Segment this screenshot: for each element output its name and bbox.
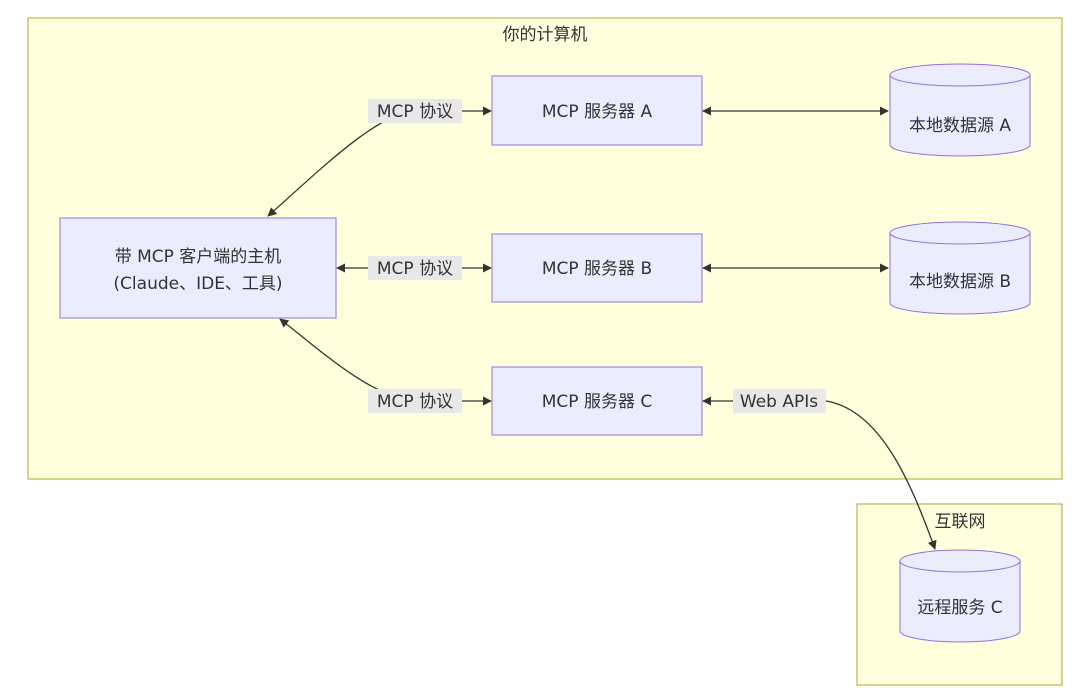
edge-server-c-remote <box>702 396 937 550</box>
server-c-node: MCP 服务器 C <box>491 366 703 436</box>
host-node-subtitle: (Claude、IDE、工具) <box>113 274 282 294</box>
node-label: MCP 协议 <box>377 392 453 412</box>
cluster-internet: 互联网 <box>856 503 1063 686</box>
node-label: MCP 服务器 A <box>542 102 653 122</box>
cluster-your-computer-label: 你的计算机 <box>503 25 588 45</box>
edge-label-background <box>733 389 826 413</box>
node-label: 本地数据源 B <box>909 272 1011 292</box>
edge-label-host-c: MCP 协议 <box>368 389 462 413</box>
node-label: 远程服务 C <box>917 598 1002 618</box>
node-label: MCP 协议 <box>377 259 453 279</box>
server-a-node: MCP 服务器 A <box>491 75 703 146</box>
edge-label-background <box>368 99 462 123</box>
remote-service-c-node: 远程服务 C <box>899 549 1021 643</box>
host-node-title: 带 MCP 客户端的主机 <box>115 247 282 267</box>
edge-label-web-apis: Web APIs <box>733 389 826 413</box>
host-node: 带 MCP 客户端的主机 (Claude、IDE、工具) <box>59 217 337 319</box>
edge-label-host-b: MCP 协议 <box>368 256 462 280</box>
node-label: MCP 协议 <box>377 102 453 122</box>
edge-label-background <box>368 389 462 413</box>
edge-label-background <box>368 256 462 280</box>
node-label: MCP 服务器 C <box>542 392 652 412</box>
node-label: Web APIs <box>740 392 818 412</box>
node-label: MCP 服务器 B <box>542 259 652 279</box>
node-label: 本地数据源 A <box>909 116 1011 136</box>
edge-label-host-a: MCP 协议 <box>368 99 462 123</box>
local-data-source-a-node: 本地数据源 A <box>889 63 1031 157</box>
local-data-source-b-node: 本地数据源 B <box>889 221 1031 315</box>
cluster-internet-label: 互联网 <box>935 512 986 532</box>
server-b-node: MCP 服务器 B <box>491 233 703 303</box>
